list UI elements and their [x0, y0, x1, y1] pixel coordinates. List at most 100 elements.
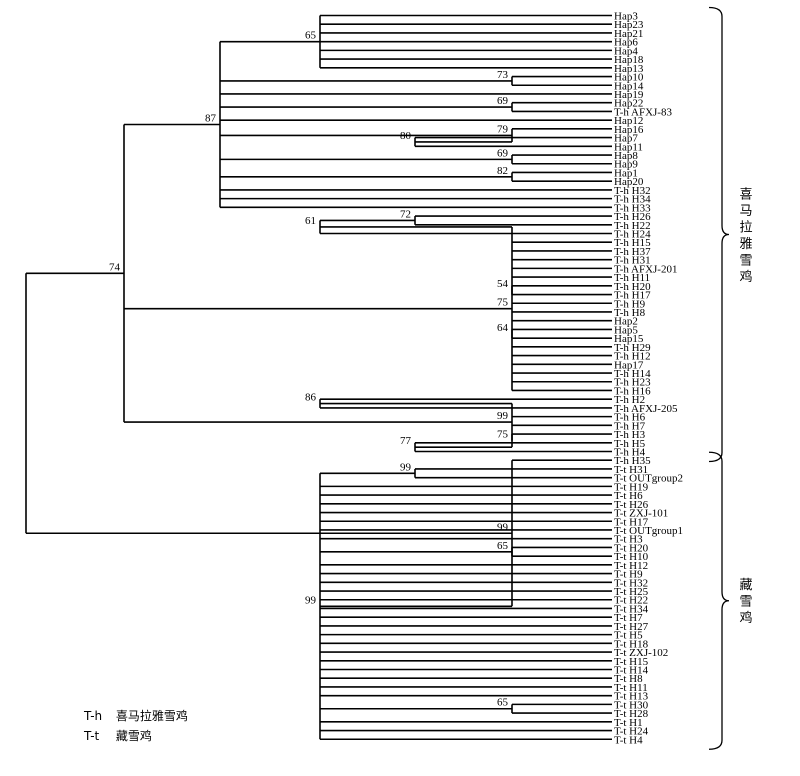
bootstrap-value: 74 [109, 261, 121, 273]
clade-label: 藏雪鸡 [739, 578, 752, 626]
tip-label: T-t H8 [614, 673, 643, 685]
tip-label: T-t H25 [614, 586, 649, 598]
tip-label: Hap21 [614, 28, 643, 40]
bootstrap-value: 64 [497, 322, 509, 334]
tip-label: T-t H4 [614, 734, 643, 746]
tip-label: T-t H28 [614, 708, 649, 720]
tip-label: T-t H5 [614, 630, 643, 642]
tip-label: T-t H22 [614, 595, 648, 607]
tip-label: T-t H32 [614, 577, 648, 589]
tip-label: Hap11 [614, 141, 643, 153]
tip-label: T-h H3 [614, 429, 646, 441]
tip-label: T-h H31 [614, 255, 651, 267]
bootstrap-value: 75 [497, 297, 509, 309]
tip-label: T-h H23 [614, 377, 651, 389]
tip-label: Hap7 [614, 133, 638, 145]
tip-label: T-h H14 [614, 368, 651, 380]
tip-label: T-h H6 [614, 412, 646, 424]
tip-label: T-t H20 [614, 542, 649, 554]
tip-label: T-t H1 [614, 717, 643, 729]
tip-label: T-t H13 [614, 691, 649, 703]
bootstrap-value: 99 [497, 410, 509, 422]
bootstrap-value: 65 [497, 697, 509, 709]
tip-label: T-h H26 [614, 211, 651, 223]
bootstrap-value: 65 [497, 540, 509, 552]
tip-label: T-t H7 [614, 612, 643, 624]
bootstrap-value: 82 [497, 165, 508, 177]
legend-species-name: 藏雪鸡 [115, 729, 152, 743]
tip-label: T-t H11 [614, 682, 648, 694]
tip-label: T-h H4 [614, 447, 646, 459]
tip-label: T-h H29 [614, 342, 651, 354]
tip-label: T-t H31 [614, 464, 648, 476]
bootstrap-value: 65 [305, 30, 317, 42]
tip-label: T-h H24 [614, 229, 651, 241]
bootstrap-value: 99 [400, 461, 412, 473]
tip-label: T-t OUTgroup2 [614, 473, 683, 485]
tip-label: Hap16 [614, 124, 644, 136]
tip-label: Hap18 [614, 54, 644, 66]
bootstrap-value: 72 [400, 208, 411, 220]
tip-label: Hap14 [614, 80, 644, 92]
tip-label: T-h H15 [614, 237, 651, 249]
tip-label: T-t ZXJ-102 [614, 647, 668, 659]
tip-label: T-h H9 [614, 298, 646, 310]
tip-label: T-h H20 [614, 281, 651, 293]
tip-label: T-t H24 [614, 726, 649, 738]
tip-label: T-t H14 [614, 665, 649, 677]
bootstrap-value: 69 [497, 147, 509, 159]
bootstrap-value: 87 [205, 113, 217, 125]
legend-abbr: T-t [84, 729, 100, 743]
tip-label: Hap5 [614, 324, 638, 336]
tip-label: T-h H32 [614, 185, 651, 197]
tip-label: T-h H2 [614, 394, 645, 406]
tip-label: T-t H9 [614, 569, 643, 581]
tip-label: T-t H12 [614, 560, 648, 572]
tip-label: Hap2 [614, 316, 638, 328]
tip-label: T-t H26 [614, 499, 649, 511]
bootstrap-value: 99 [497, 521, 509, 533]
tip-label: T-t H30 [614, 699, 649, 711]
tip-label: T-t H17 [614, 516, 649, 528]
tip-label: Hap23 [614, 19, 644, 31]
bootstrap-value: 61 [305, 215, 316, 227]
tip-label: T-h AFXJ-205 [614, 403, 678, 415]
tip-label: Hap15 [614, 333, 644, 345]
tip-label: T-t H19 [614, 481, 649, 493]
tip-label: Hap22 [614, 98, 643, 110]
bootstrap-value: 73 [497, 69, 509, 81]
tip-label: Hap12 [614, 115, 643, 127]
bootstrap-value: 86 [305, 392, 317, 404]
tip-label: T-t OUTgroup1 [614, 525, 683, 537]
legend: T-h 喜马拉雅雪鸡 T-t 藏雪鸡 [84, 706, 188, 746]
tip-label: T-t H6 [614, 490, 643, 502]
tip-label: T-h H11 [614, 272, 650, 284]
tip-label: T-t H27 [614, 621, 649, 633]
tip-label: Hap3 [614, 11, 638, 23]
clade-brace [708, 451, 730, 750]
tip-label: Hap4 [614, 45, 638, 57]
legend-row-tibetan: T-t 藏雪鸡 [84, 726, 188, 746]
tip-label: T-h H5 [614, 438, 646, 450]
tip-label: T-h AFXJ-201 [614, 263, 677, 275]
tip-label: T-t H18 [614, 638, 649, 650]
tip-label: T-h H8 [614, 307, 646, 319]
tip-label: T-t ZXJ-101 [614, 508, 668, 520]
tip-label: Hap17 [614, 359, 644, 371]
tip-label: Hap10 [614, 72, 644, 84]
tip-label: T-h H22 [614, 220, 651, 232]
clade-brace [708, 6, 730, 463]
tip-label: T-h H34 [614, 194, 651, 206]
bootstrap-value: 99 [305, 594, 317, 606]
tip-label: T-h H12 [614, 351, 651, 363]
bootstrap-value: 75 [497, 429, 509, 441]
bootstrap-value: 79 [497, 123, 509, 135]
tip-label: T-h H16 [614, 385, 651, 397]
tip-label: Hap13 [614, 63, 644, 75]
tip-label: T-h AFXJ-83 [614, 106, 672, 118]
legend-abbr: T-h [84, 709, 103, 723]
tip-label: T-h H7 [614, 420, 646, 432]
tip-label: Hap1 [614, 167, 638, 179]
tip-label: T-t H10 [614, 551, 649, 563]
